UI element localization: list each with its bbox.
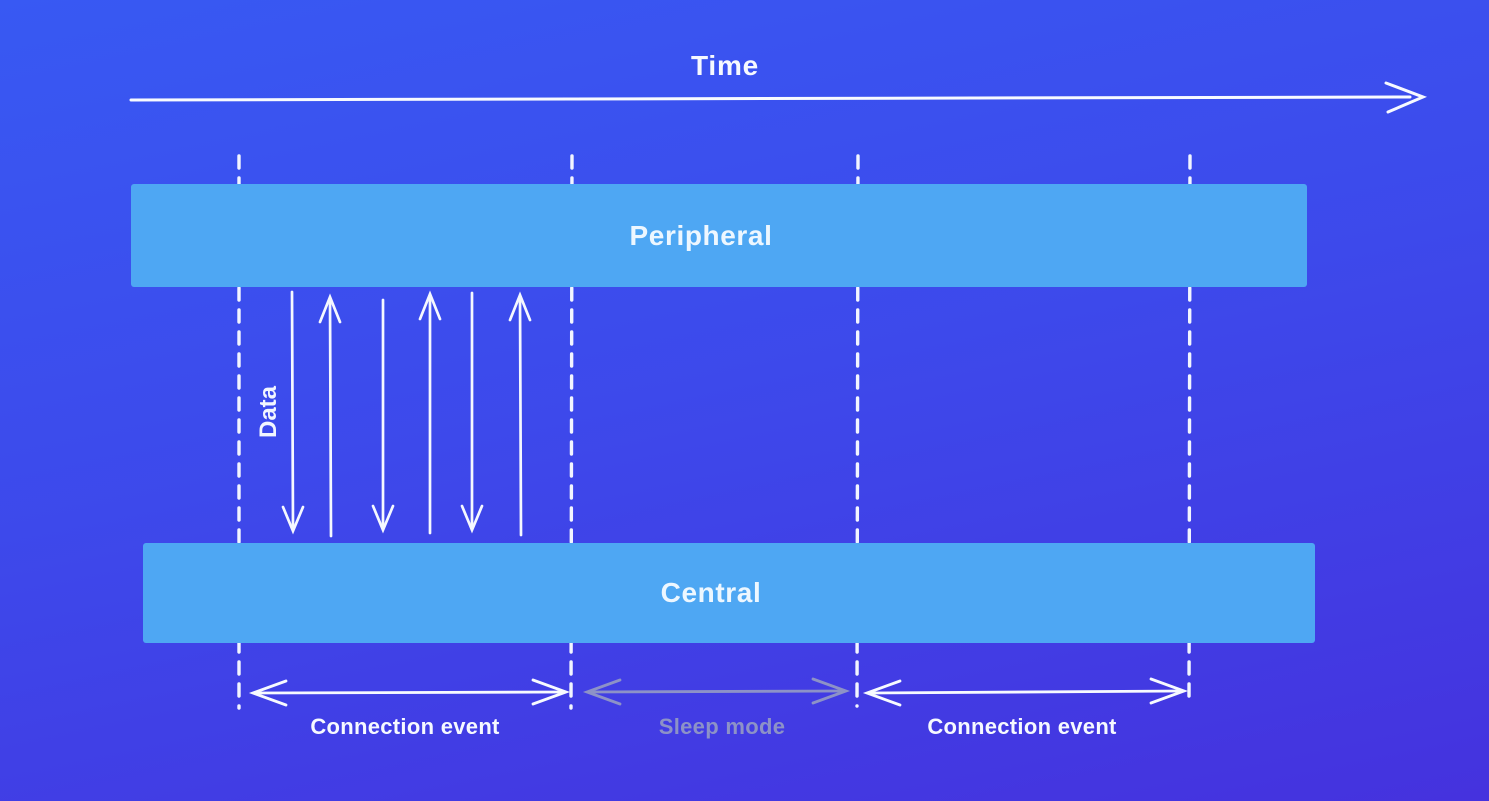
data-packet-arrows bbox=[281, 290, 532, 538]
peripheral-bar: Peripheral bbox=[131, 184, 1307, 287]
data-label: Data bbox=[255, 385, 282, 439]
segment-label-connection-event-2: Connection event bbox=[927, 714, 1117, 739]
connection-event-arrow-2 bbox=[862, 677, 1189, 707]
data-arrow-down-1 bbox=[281, 290, 305, 535]
segment-label-sleep-mode: Sleep mode bbox=[658, 714, 786, 739]
connection-event-arrow-1 bbox=[248, 678, 571, 707]
data-arrow-down-2 bbox=[371, 298, 395, 534]
central-bar: Central bbox=[143, 543, 1315, 643]
central-bar-label: Central bbox=[660, 577, 762, 608]
time-axis-arrow bbox=[129, 81, 1428, 114]
data-arrow-up-2 bbox=[418, 290, 442, 535]
data-arrow-up-1 bbox=[318, 293, 342, 538]
data-arrow-down-3 bbox=[460, 291, 484, 534]
data-arrow-up-3 bbox=[508, 291, 532, 537]
segment-label-connection-event-1: Connection event bbox=[310, 714, 500, 739]
time-axis-label: Time bbox=[690, 50, 760, 81]
sleep-mode-arrow bbox=[582, 677, 851, 706]
peripheral-bar-label: Peripheral bbox=[629, 219, 773, 251]
